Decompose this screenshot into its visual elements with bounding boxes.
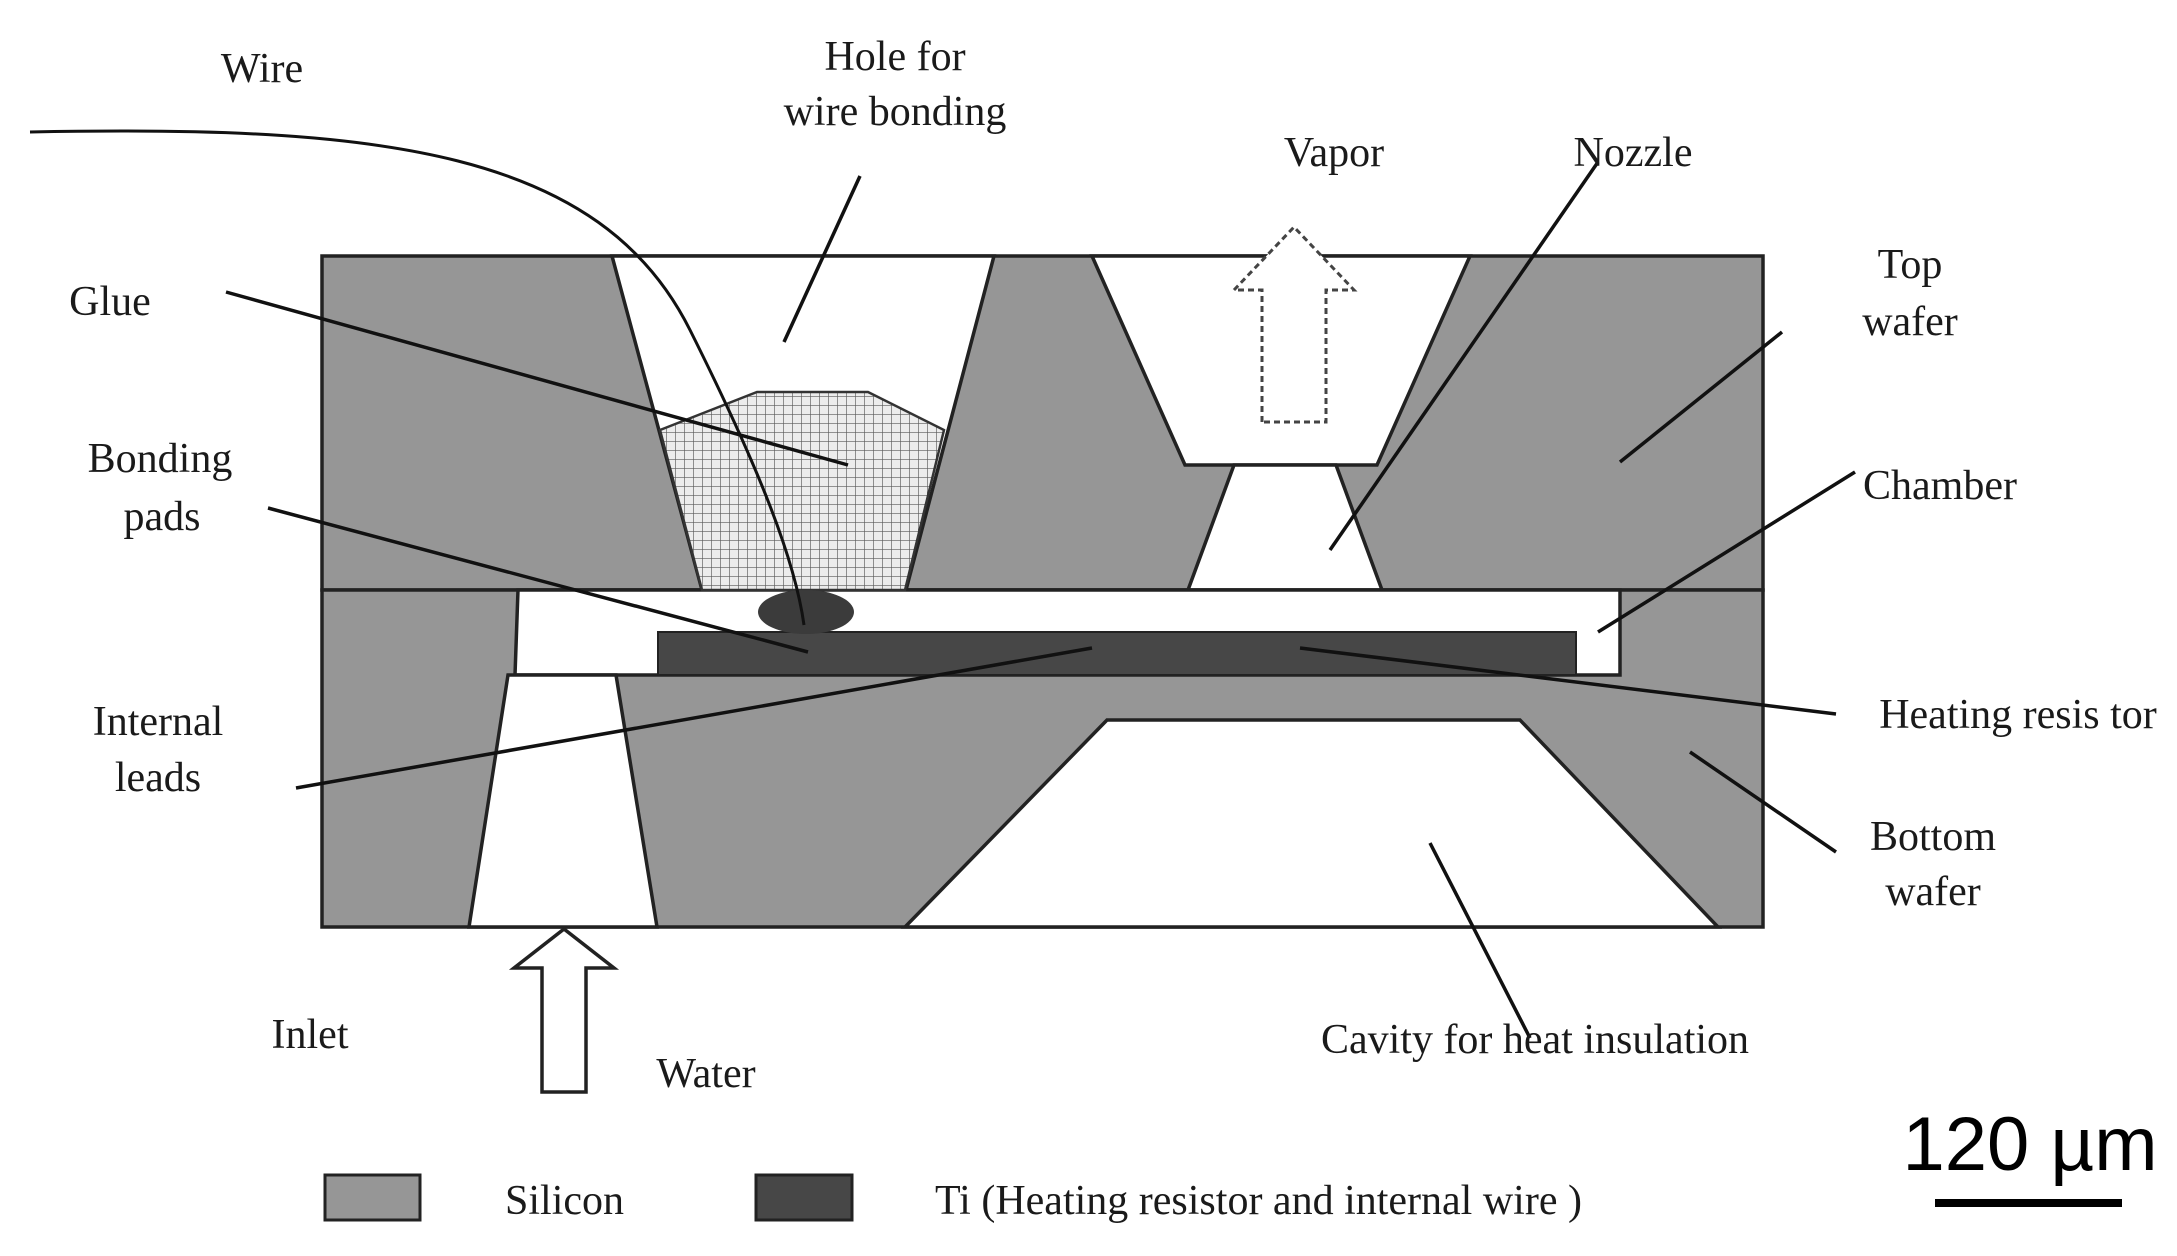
water-arrow-icon (508, 926, 620, 1094)
leader-cavity (1428, 842, 1532, 1039)
leader-chamber (1597, 470, 1856, 634)
leader-top-wafer (1618, 330, 1784, 464)
label-hole-line1: Hole for (824, 34, 965, 80)
bond-ball (758, 590, 854, 634)
leader-internal-leads (295, 646, 1093, 790)
leader-lines (225, 161, 1856, 1039)
label-bonding-pads-line1: Bonding (88, 436, 233, 482)
label-inlet: Inlet (272, 1012, 349, 1058)
leader-nozzle (1328, 161, 1600, 551)
leader-hole (782, 175, 862, 343)
label-water: Water (656, 1051, 755, 1097)
label-vapor: Vapor (1284, 130, 1384, 176)
top-wafer (320, 254, 1765, 592)
label-cavity: Cavity for heat insulation (1321, 1017, 1749, 1063)
label-bottom-wafer-line2: wafer (1885, 869, 1981, 915)
leader-glue (225, 290, 849, 467)
legend-silicon-label: Silicon (505, 1178, 624, 1224)
legend-ti-label: Ti (Heating resistor and internal wire ) (935, 1178, 1582, 1224)
label-wire: Wire (221, 46, 303, 92)
glue-block (658, 390, 946, 592)
legend-ti-swatch (754, 1173, 854, 1222)
label-bonding-pads-line2: pads (124, 494, 201, 540)
leader-heating-resistor (1299, 646, 1837, 716)
label-nozzle: Nozzle (1574, 130, 1693, 176)
legend: Silicon Ti (Heating resistor and interna… (323, 1173, 1582, 1224)
heating-resistor-layer (657, 631, 1577, 676)
legend-silicon-swatch (323, 1173, 422, 1222)
top-wafer-block (320, 254, 1765, 592)
scale-bar-label: 120 µm (1902, 1102, 2157, 1187)
vapor-arrow-icon (1230, 224, 1358, 424)
inlet-channel (466, 673, 660, 929)
labels: Wire Hole for wire bonding Vapor Nozzle … (69, 34, 2157, 1097)
label-top-wafer-line1: Top (1878, 242, 1943, 288)
heat-insulation-cavity (900, 718, 1723, 929)
bonding-wire (29, 129, 806, 626)
label-top-wafer-line2: wafer (1862, 299, 1958, 345)
label-internal-leads-line2: leads (115, 755, 201, 801)
label-chamber: Chamber (1863, 463, 2017, 509)
label-bottom-wafer-line1: Bottom (1870, 814, 1996, 860)
scale-bar: 120 µm (1902, 1102, 2158, 1207)
label-internal-leads-line1: Internal (93, 699, 224, 745)
leader-bonding-pads (267, 506, 809, 654)
label-glue: Glue (69, 279, 151, 325)
label-hole-line2: wire bonding (784, 89, 1007, 135)
leader-bottom-wafer (1689, 750, 1837, 854)
label-heating-resistor: Heating resis tor (1879, 692, 2157, 738)
